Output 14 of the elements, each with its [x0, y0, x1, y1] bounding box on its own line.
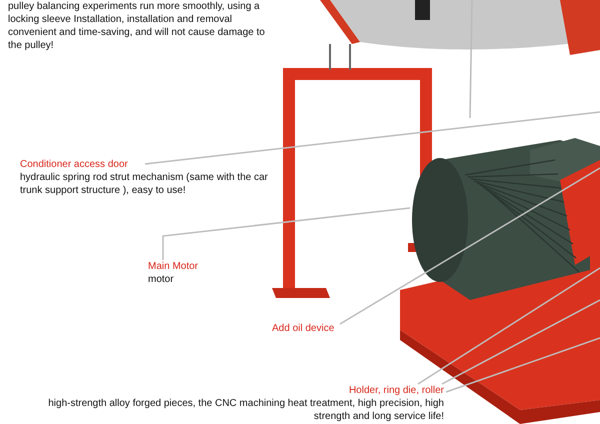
leader-line [418, 267, 600, 385]
callout-title: Add oil device [272, 322, 336, 335]
leader-line [442, 299, 600, 385]
callout-text: pulley balancing experiments run more smoothly, using a locking sleeve Installation, installation and removal convenient and time-saving, and will not cause damage to the pulley! [8, 0, 266, 52]
leader-line [340, 167, 600, 325]
leader-line [446, 337, 600, 393]
callout-text: high-strength alloy forged pieces, the CNC machining heat treatment, high precision, high strength and long service life! [47, 397, 444, 423]
callout-title: Holder, ring die, roller [348, 384, 444, 397]
leader-line [162, 207, 410, 260]
callout-title: Conditioner access door [20, 158, 129, 171]
callout-title: Main Motor [148, 260, 200, 273]
callout-text: hydraulic spring rod strut mechanism (same with the car trunk support structure ), easy to use! [20, 171, 269, 197]
leader-line [144, 111, 600, 165]
callout-text: motor [148, 273, 175, 286]
